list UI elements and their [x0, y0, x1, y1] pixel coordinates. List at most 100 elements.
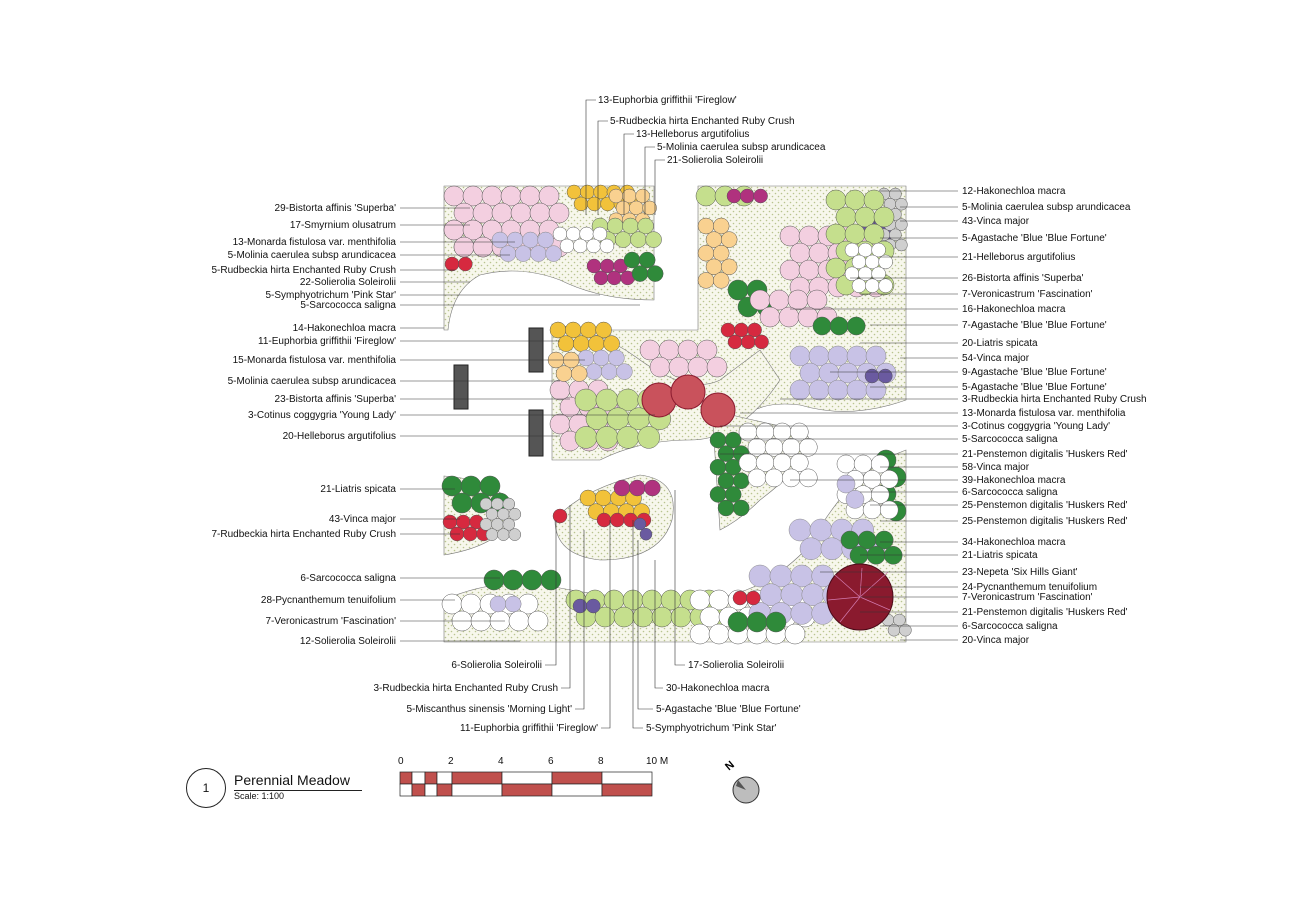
- label-right-15: 3-Cotinus coggygria 'Young Lady': [962, 421, 1110, 432]
- label-right-3: 5-Agastache 'Blue 'Blue Fortune': [962, 233, 1107, 244]
- label-right-16: 5-Sarcococca saligna: [962, 434, 1058, 445]
- label-right-8: 7-Agastache 'Blue 'Blue Fortune': [962, 320, 1107, 331]
- label-bottom-3: 11-Euphorbia griffithii 'Fireglow': [460, 723, 598, 734]
- label-left-10: 15-Monarda fistulosa var. menthifolia: [233, 355, 397, 366]
- plant-darkgreen-lobe: [709, 431, 750, 517]
- drawing-scale: Scale: 1:100: [234, 791, 285, 801]
- label-right-21: 25-Penstemon digitalis 'Huskers Red': [962, 500, 1128, 511]
- leader-bottom-5: [654, 560, 663, 689]
- drawing-number: 1: [186, 768, 226, 808]
- label-right-9: 20-Liatris spicata: [962, 338, 1038, 349]
- scale-bar: 0 2 4 6 8 10 M: [396, 756, 676, 802]
- cotinus-tree-1: [641, 382, 677, 418]
- scale-tick-10: 10 M: [646, 756, 669, 767]
- plant-euphorbia-mid: [549, 321, 620, 352]
- label-top-1: 5-Rudbeckia hirta Enchanted Ruby Crush: [610, 116, 795, 127]
- label-right-22: 25-Penstemon digitalis 'Huskers Red': [962, 516, 1128, 527]
- leader-bottom-2: [575, 530, 585, 710]
- label-left-7: 5-Sarcococca saligna: [300, 300, 396, 311]
- label-right-20: 6-Sarcococca saligna: [962, 487, 1058, 498]
- label-right-4: 21-Helleborus argutifolius: [962, 252, 1075, 263]
- label-right-5: 26-Bistorta affinis 'Superba': [962, 273, 1084, 284]
- drawing-title: Perennial Meadow: [234, 772, 350, 788]
- plant-groups: [441, 184, 912, 645]
- label-left-9: 11-Euphorbia griffithii 'Fireglow': [258, 336, 396, 347]
- leader-bottom-3: [601, 520, 611, 729]
- label-bottom-6: 5-Agastache 'Blue 'Blue Fortune': [656, 704, 801, 715]
- leader-bottom-7: [632, 520, 643, 729]
- cotinus-tree-2: [670, 374, 706, 410]
- leader-lines: [400, 99, 958, 729]
- north-arrow-icon: [732, 776, 760, 804]
- plant-monarda-top: [491, 231, 562, 262]
- label-left-14: 20-Helleborus argutifolius: [283, 431, 396, 442]
- label-left-8: 14-Hakonechloa macra: [293, 323, 397, 334]
- label-bottom-4: 17-Solierolia Soleirolii: [688, 660, 784, 671]
- plant-helleborus-top: [552, 226, 615, 254]
- plant-white-tr: [844, 242, 893, 293]
- label-bottom-2: 5-Miscanthus sinensis 'Morning Light': [406, 704, 572, 715]
- scale-tick-2: 2: [448, 756, 454, 767]
- label-right-18: 58-Vinca major: [962, 462, 1030, 473]
- scale-tick-6: 6: [548, 756, 554, 767]
- plant-labels: 13-Euphorbia griffithii 'Fireglow' 5-Rudb…: [211, 95, 1146, 734]
- label-right-24: 21-Liatris spicata: [962, 550, 1038, 561]
- plant-red-tr: [720, 322, 769, 350]
- bench-2: [453, 364, 469, 410]
- scale-tick-8: 8: [598, 756, 604, 767]
- label-left-16: 43-Vinca major: [329, 514, 397, 525]
- leader-top-3: [644, 146, 655, 215]
- label-left-6: 5-Symphyotrichum 'Pink Star': [265, 290, 396, 301]
- plant-lavender-mid: [577, 349, 633, 380]
- label-left-11: 5-Molinia caerulea subsp arundicacea: [228, 376, 397, 387]
- plant-grey-bottom: [881, 613, 912, 637]
- label-right-29: 6-Sarcococca saligna: [962, 621, 1058, 632]
- label-left-1: 17-Smyrnium olusatrum: [290, 220, 396, 231]
- label-left-17: 7-Rudbeckia hirta Enchanted Ruby Crush: [211, 529, 396, 540]
- label-right-0: 12-Hakonechloa macra: [962, 186, 1066, 197]
- plant-sarcococca-top: [623, 251, 664, 282]
- label-right-23: 34-Hakonechloa macra: [962, 537, 1066, 548]
- label-right-14: 13-Monarda fistulosa var. menthifolia: [962, 408, 1126, 419]
- plant-rudbeckia-top: [444, 256, 473, 272]
- plant-lavender-bottom: [489, 595, 522, 613]
- plant-vinca-left: [479, 497, 522, 541]
- plant-white-lobe: [738, 422, 818, 488]
- label-top-0: 13-Euphorbia griffithii 'Fireglow': [598, 95, 737, 106]
- label-left-3: 5-Molinia caerulea subsp arundicacea: [228, 250, 397, 261]
- label-bottom-5: 30-Hakonechloa macra: [666, 683, 770, 694]
- leader-top-2: [623, 133, 634, 215]
- leader-top-0: [585, 99, 596, 215]
- label-left-20: 7-Veronicastrum 'Fascination': [265, 616, 396, 627]
- label-right-7: 16-Hakonechloa macra: [962, 304, 1066, 315]
- label-right-13: 3-Rudbeckia hirta Enchanted Ruby Crush: [962, 394, 1147, 405]
- leader-bottom-0: [545, 520, 557, 666]
- bench-1: [528, 327, 544, 373]
- plant-red-bottom: [732, 590, 761, 606]
- label-left-13: 3-Cotinus coggygria 'Young Lady': [248, 410, 396, 421]
- scale-tick-4: 4: [498, 756, 504, 767]
- label-right-19: 39-Hakonechloa macra: [962, 475, 1066, 486]
- north-arrow: N: [723, 759, 766, 804]
- label-left-0: 29-Bistorta affinis 'Superba': [275, 203, 397, 214]
- label-left-5: 22-Solierolia Soleirolii: [300, 277, 396, 288]
- plant-darkgreen-tr2: [812, 316, 866, 336]
- label-top-4: 21-Solierolia Soleirolii: [667, 155, 763, 166]
- plant-magenta-cb: [613, 479, 661, 497]
- label-bottom-0: 6-Solierolia Soleirolii: [451, 660, 542, 671]
- label-left-2: 13-Monarda fistulosa var. menthifolia: [233, 237, 397, 248]
- leader-top-1: [597, 120, 608, 215]
- label-right-25: 23-Nepeta 'Six Hills Giant': [962, 567, 1078, 578]
- plant-purple-tr: [864, 368, 893, 384]
- feature-tree-branches: [827, 567, 891, 623]
- benches: [453, 327, 544, 457]
- label-right-12: 5-Agastache 'Blue 'Blue Fortune': [962, 382, 1107, 393]
- cotinus-tree-3: [700, 392, 736, 428]
- label-right-1: 5-Molinia caerulea subsp arundicacea: [962, 202, 1131, 213]
- scale-bar-graphic: [399, 771, 653, 797]
- plant-lavender-right: [836, 474, 865, 509]
- label-left-12: 23-Bistorta affinis 'Superba': [275, 394, 397, 405]
- bench-3: [528, 409, 544, 457]
- label-right-28: 21-Penstemon digitalis 'Huskers Red': [962, 607, 1128, 618]
